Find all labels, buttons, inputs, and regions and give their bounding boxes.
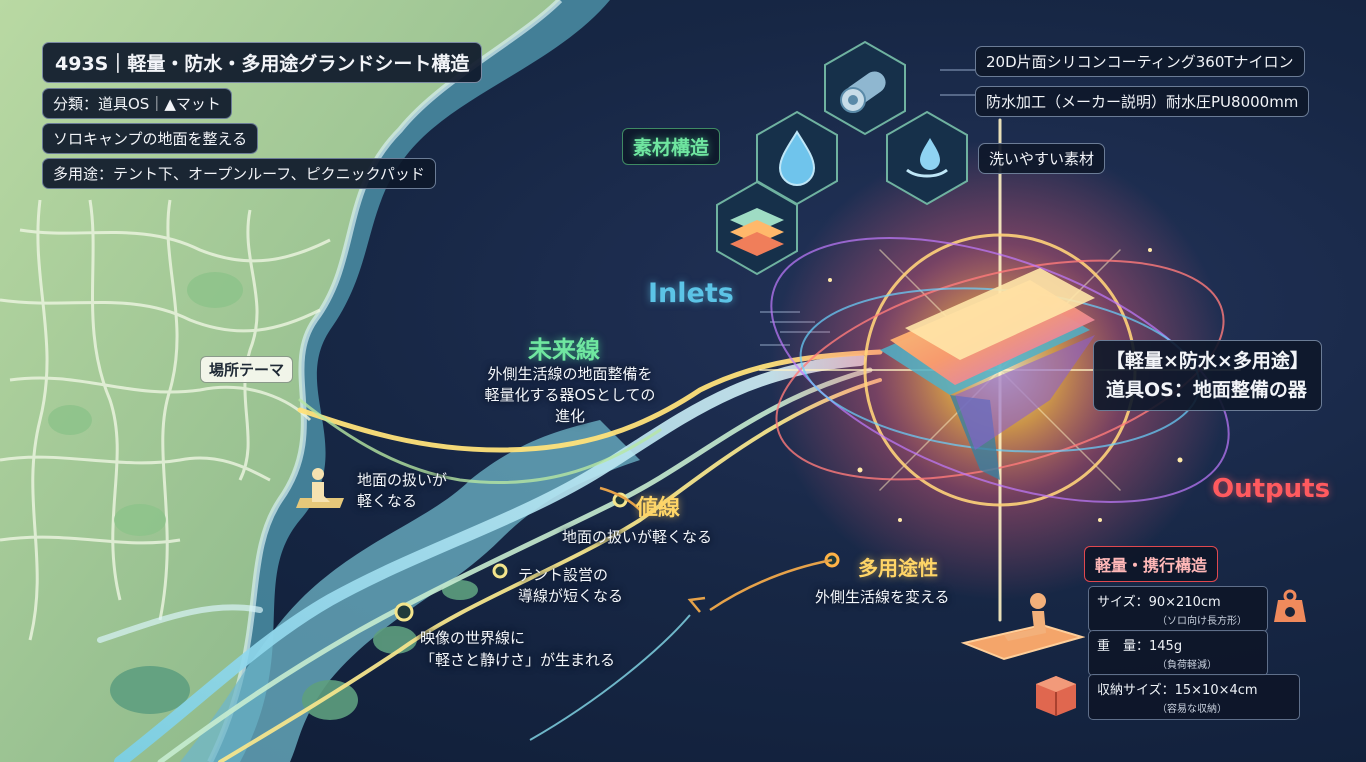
spec-size-label: サイズ：90×210cm xyxy=(1097,595,1221,610)
spec-packed-size: 収納サイズ：15×10×4cm （容易な収納） xyxy=(1088,674,1300,720)
uses-label: 多用途：テント下、オープンルーフ、ピクニックパッド xyxy=(42,158,436,189)
box-icon xyxy=(1036,676,1076,716)
point-world-line: 映像の世界線に 「軽さと静けさ」が生まれる xyxy=(420,629,616,669)
outputs-label: Outputs xyxy=(1212,474,1331,504)
value-description: 地面の扱いが軽くなる xyxy=(562,528,713,546)
spec-packed-label: 収納サイズ：15×10×4cm xyxy=(1097,683,1258,698)
material-item-2: 防水加工（メーカー説明）耐水圧PU8000mm xyxy=(975,86,1310,117)
page-title: 493S｜軽量・防水・多用途グランドシート構造 xyxy=(42,42,483,83)
sitting-person-icon xyxy=(296,468,344,508)
category-label: 分類：道具OS｜▲マット xyxy=(42,88,232,119)
spec-heading: 軽量・携行構造 xyxy=(1084,546,1219,582)
grand-sheet-core-graphic xyxy=(880,268,1095,480)
layers-icon xyxy=(716,180,798,276)
purpose-label: ソロキャンプの地面を整える xyxy=(42,123,259,154)
reclining-person-icon xyxy=(960,593,1085,661)
spec-weight-note: （負荷軽減） xyxy=(1157,660,1217,671)
spec-weight: 重 量：145g （負荷軽減） xyxy=(1088,630,1268,676)
place-theme-label: 場所テーマ xyxy=(200,356,294,383)
nylon-roll-icon xyxy=(824,40,906,136)
inlets-label: Inlets xyxy=(648,278,734,309)
future-description: 外側生活線の地面整備を 軽量化する器OSとしての 進化 xyxy=(484,365,656,425)
material-heading: 素材構造 xyxy=(622,128,721,165)
versatility-heading: 多用途性 xyxy=(858,556,938,580)
ground-label: 地面の扱いが 軽くなる xyxy=(357,471,448,510)
future-heading: 未来線 xyxy=(528,336,600,364)
point-tent-setup: テント設営の 導線が短くなる xyxy=(518,566,624,605)
spec-weight-label: 重 量：145g xyxy=(1097,639,1183,654)
versatility-description: 外側生活線を変える xyxy=(815,588,950,606)
material-item-3: 洗いやすい素材 xyxy=(978,143,1106,174)
scale-icon xyxy=(1274,589,1306,622)
material-item-1: 20D片面シリコンコーティング360Tナイロン xyxy=(975,46,1305,77)
spec-size: サイズ：90×210cm （ソロ向け長方形） xyxy=(1088,586,1268,632)
value-heading: 値線 xyxy=(636,496,681,521)
core-label: 【軽量×防水×多用途】 道具OS：地面整備の器 xyxy=(1093,340,1322,411)
spec-packed-note: （容易な収納） xyxy=(1157,704,1227,715)
core-label-line1: 【軽量×防水×多用途】 xyxy=(1106,350,1309,372)
spec-size-note: （ソロ向け長方形） xyxy=(1157,616,1247,627)
washable-icon xyxy=(886,110,968,206)
core-label-line2: 道具OS：地面整備の器 xyxy=(1106,378,1307,401)
water-drop-icon xyxy=(756,110,838,206)
